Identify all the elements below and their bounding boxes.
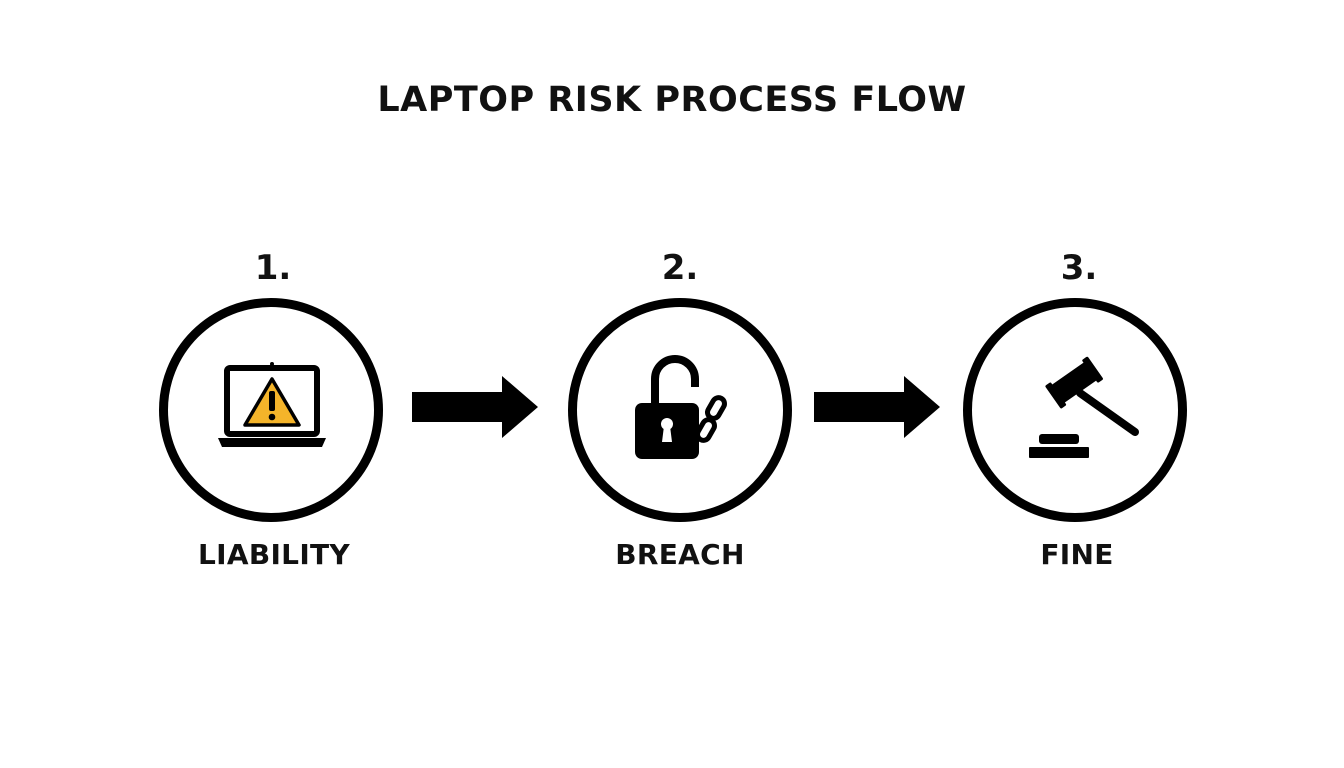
arrow-right-icon bbox=[814, 376, 940, 438]
step-1-label: LIABILITY bbox=[197, 538, 351, 571]
gavel-icon bbox=[1029, 356, 1139, 458]
arrow-right-icon bbox=[412, 376, 538, 438]
step-3-number: 3. bbox=[1060, 248, 1098, 288]
step-1-number: 1. bbox=[254, 248, 292, 288]
step-2-label: BREACH bbox=[615, 538, 745, 571]
step-1-circle bbox=[159, 298, 383, 522]
step-2-circle bbox=[568, 298, 792, 522]
laptop-warning-icon bbox=[218, 362, 326, 447]
broken-padlock-icon bbox=[635, 355, 727, 459]
step-2-number: 2. bbox=[661, 248, 699, 288]
step-3-circle bbox=[963, 298, 1187, 522]
step-3-label: FINE bbox=[1040, 538, 1114, 571]
flow-title: LAPTOP RISK PROCESS FLOW bbox=[377, 80, 967, 120]
